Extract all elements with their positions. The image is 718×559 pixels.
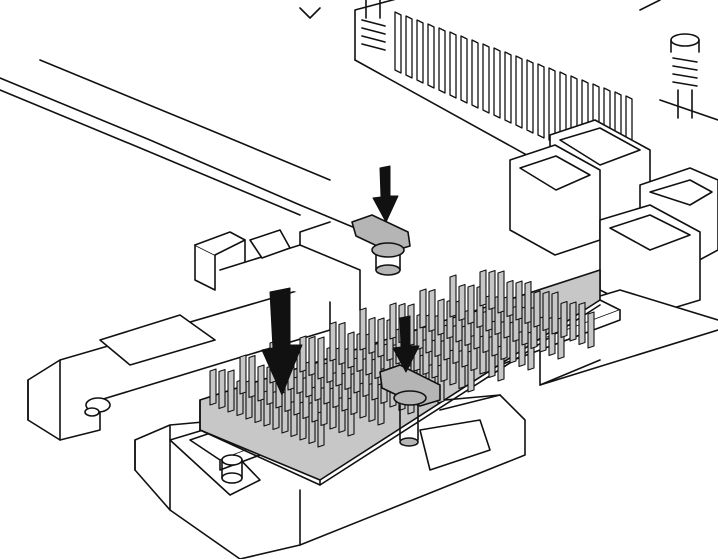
processor-heatsink-fin: [526, 59, 534, 134]
processor-heatsink-fin: [482, 43, 490, 114]
system-board-edge: [0, 7, 361, 231]
processor-heatsink-fin: [438, 27, 446, 94]
heatsink-fin: [542, 290, 550, 332]
heatsink-fin: [449, 274, 457, 318]
heatsink-fin: [248, 354, 256, 399]
processor-heatsink-fin: [460, 35, 468, 104]
heatsink-fin: [488, 269, 496, 311]
heatsink-fin: [209, 368, 217, 406]
heatsink-fin: [515, 280, 523, 321]
heatsink-fin: [329, 321, 337, 362]
heatsink-fin: [359, 307, 367, 351]
rear-thumbscrew: [351, 214, 411, 276]
processor-heatsink-fin: [548, 67, 556, 144]
front-standoff: [221, 454, 243, 484]
spring-screw: [659, 33, 718, 121]
heatsink-fin: [497, 270, 505, 314]
heatsink-fin: [299, 335, 307, 373]
heatsink-fin: [578, 301, 586, 346]
heatsink-fin: [560, 300, 568, 339]
heatsink-fin: [458, 283, 466, 322]
arrow-front-screw-down: [392, 315, 420, 373]
processor-heatsink-fin: [471, 39, 479, 109]
processor-heatsink-fin: [504, 51, 512, 124]
heatsink-fin: [338, 321, 346, 366]
processor-heatsink-fin: [394, 11, 402, 74]
heatsink-fin: [437, 298, 445, 336]
heatsink-fin: [506, 279, 514, 318]
heatsink-fin: [317, 336, 325, 380]
spring-screw-left: [361, 0, 386, 51]
heatsink-fin: [467, 284, 475, 325]
processor-heatsink-fin: [537, 63, 545, 139]
processor-heatsink-fin: [449, 31, 457, 99]
heatsink-fin: [551, 291, 559, 335]
processor-heatsink-fin: [515, 55, 523, 129]
heatsink-fin: [428, 288, 436, 333]
front-thumbscrew: [379, 364, 441, 447]
heatsink-fin: [227, 369, 235, 413]
processor-heatsink-fin: [405, 15, 413, 79]
heatsink-fin: [524, 280, 532, 325]
processor-heatsink-fin: [427, 23, 435, 89]
heatsink-fin: [389, 302, 397, 340]
heatsink-fin: [419, 288, 427, 329]
heatsink-fin: [377, 317, 385, 358]
arrow-heatsink-down: [261, 287, 303, 396]
heatsink-fin: [569, 301, 577, 342]
heatsink-fin: [218, 368, 226, 410]
heatsink-fin: [368, 316, 376, 355]
heatsink-fin: [347, 331, 355, 369]
heatsink-fin: [308, 335, 316, 377]
sata-connectors: [509, 119, 718, 386]
heatsink-fin: [239, 354, 247, 395]
processor-heatsink-fin: [416, 19, 424, 84]
heatsink-fin: [257, 364, 265, 402]
processor-heatsink-fin: [493, 47, 501, 119]
heatsink-fin: [587, 311, 595, 349]
heatsink-fin: [479, 269, 487, 307]
arrow-rear-screw-down: [372, 165, 399, 223]
heatsink-fin: [533, 290, 541, 328]
m2-adapter-carrier: [27, 221, 361, 441]
